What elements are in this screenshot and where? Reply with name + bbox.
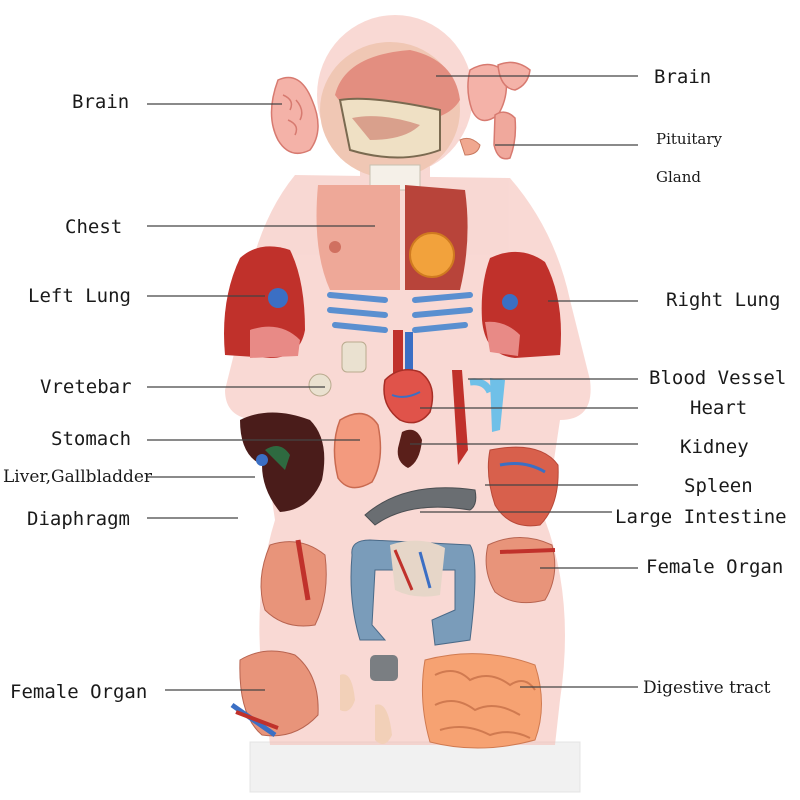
kidney [397,429,422,468]
right-lung [481,251,561,358]
label-right-lung: Right Lung [666,289,781,311]
label-kidney: Kidney [680,436,749,458]
leader-lines [147,75,638,691]
label-blood-vessel: Blood Vessel [649,367,787,389]
brain-left-piece [270,76,319,155]
label-liver-gallbladder: Liver,Gallbladder [3,467,153,487]
label-spleen: Spleen [684,475,753,497]
large-intestine-arch [364,487,477,526]
digestive-tract [421,653,542,749]
label-digestive-tract: Digestive tract [643,678,771,698]
label-heart: Heart [690,397,748,419]
female-organ-left-pieces [230,539,327,738]
brain-right-pieces [459,61,531,160]
spleen [487,446,559,527]
stomach [333,412,382,489]
label-diaphragm: Diaphragm [27,508,130,530]
model-stand [249,741,581,793]
intestines [350,539,476,646]
left-lung [224,246,305,358]
label-brain-right: Brain [654,66,712,88]
rib-cage [327,292,473,333]
chest-plate [316,185,468,290]
label-left-lung: Left Lung [28,285,131,307]
label-chest: Chest [65,216,123,238]
female-organ-right-piece [485,537,556,604]
heart [383,330,434,424]
label-female-organ-left: Female Organ [10,681,148,703]
liver-gallbladder [240,412,325,512]
label-pituitary-line2: Gland [656,168,701,186]
label-pituitary-line1: Pituitary [656,130,722,148]
label-large-intestine: Large Intestine [615,506,787,528]
label-female-organ-right: Female Organ [646,556,784,578]
small-pieces [340,655,398,744]
label-stomach: Stomach [51,428,132,450]
vertebra-pieces [308,341,367,397]
head-model [320,42,460,191]
label-vretebar: Vretebar [40,376,132,398]
blood-vessel [452,370,505,465]
label-brain-left: Brain [72,91,130,113]
